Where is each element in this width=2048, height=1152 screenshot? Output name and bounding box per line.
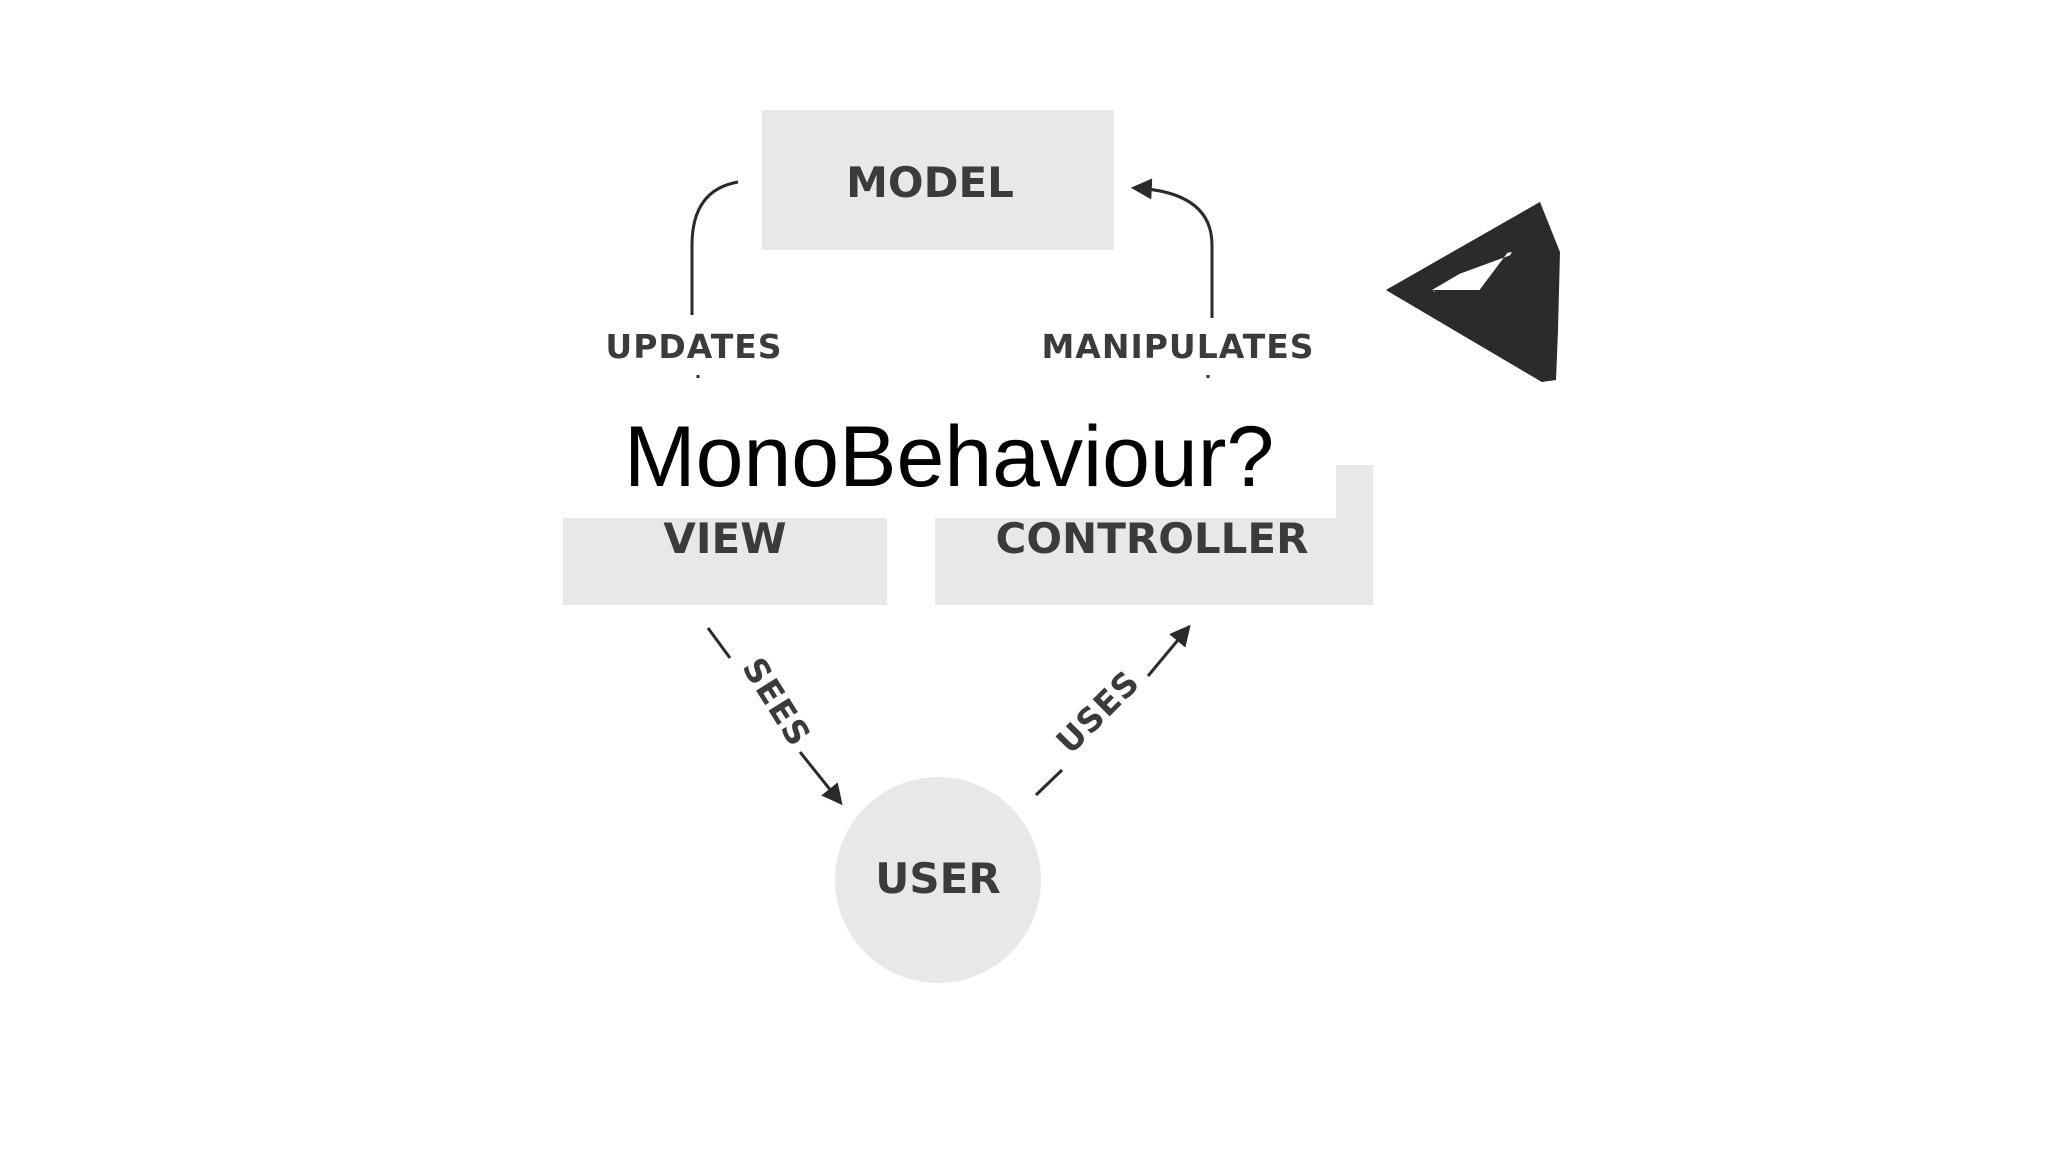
overlay-title: MonoBehaviour? <box>624 409 1274 505</box>
title-overlay: MonoBehaviour? <box>558 378 1336 518</box>
model-node: MODEL <box>762 110 1114 250</box>
user-label: USER <box>875 854 1000 903</box>
updates-edge: UPDATES <box>605 180 782 385</box>
sees-edge: SEES <box>706 627 843 806</box>
uses-label: USES <box>1048 662 1147 761</box>
manipulates-label: MANIPULATES <box>1041 327 1314 366</box>
model-label: MODEL <box>846 158 1014 207</box>
unity-logo-icon <box>1386 202 1560 382</box>
uses-edge: USES <box>1034 624 1191 797</box>
sees-label: SEES <box>735 651 819 754</box>
view-label: VIEW <box>663 514 786 563</box>
controller-label: CONTROLLER <box>996 514 1309 563</box>
manipulates-edge: MANIPULATES <box>1041 178 1314 385</box>
updates-label: UPDATES <box>605 327 782 366</box>
user-node: USER <box>835 777 1041 983</box>
